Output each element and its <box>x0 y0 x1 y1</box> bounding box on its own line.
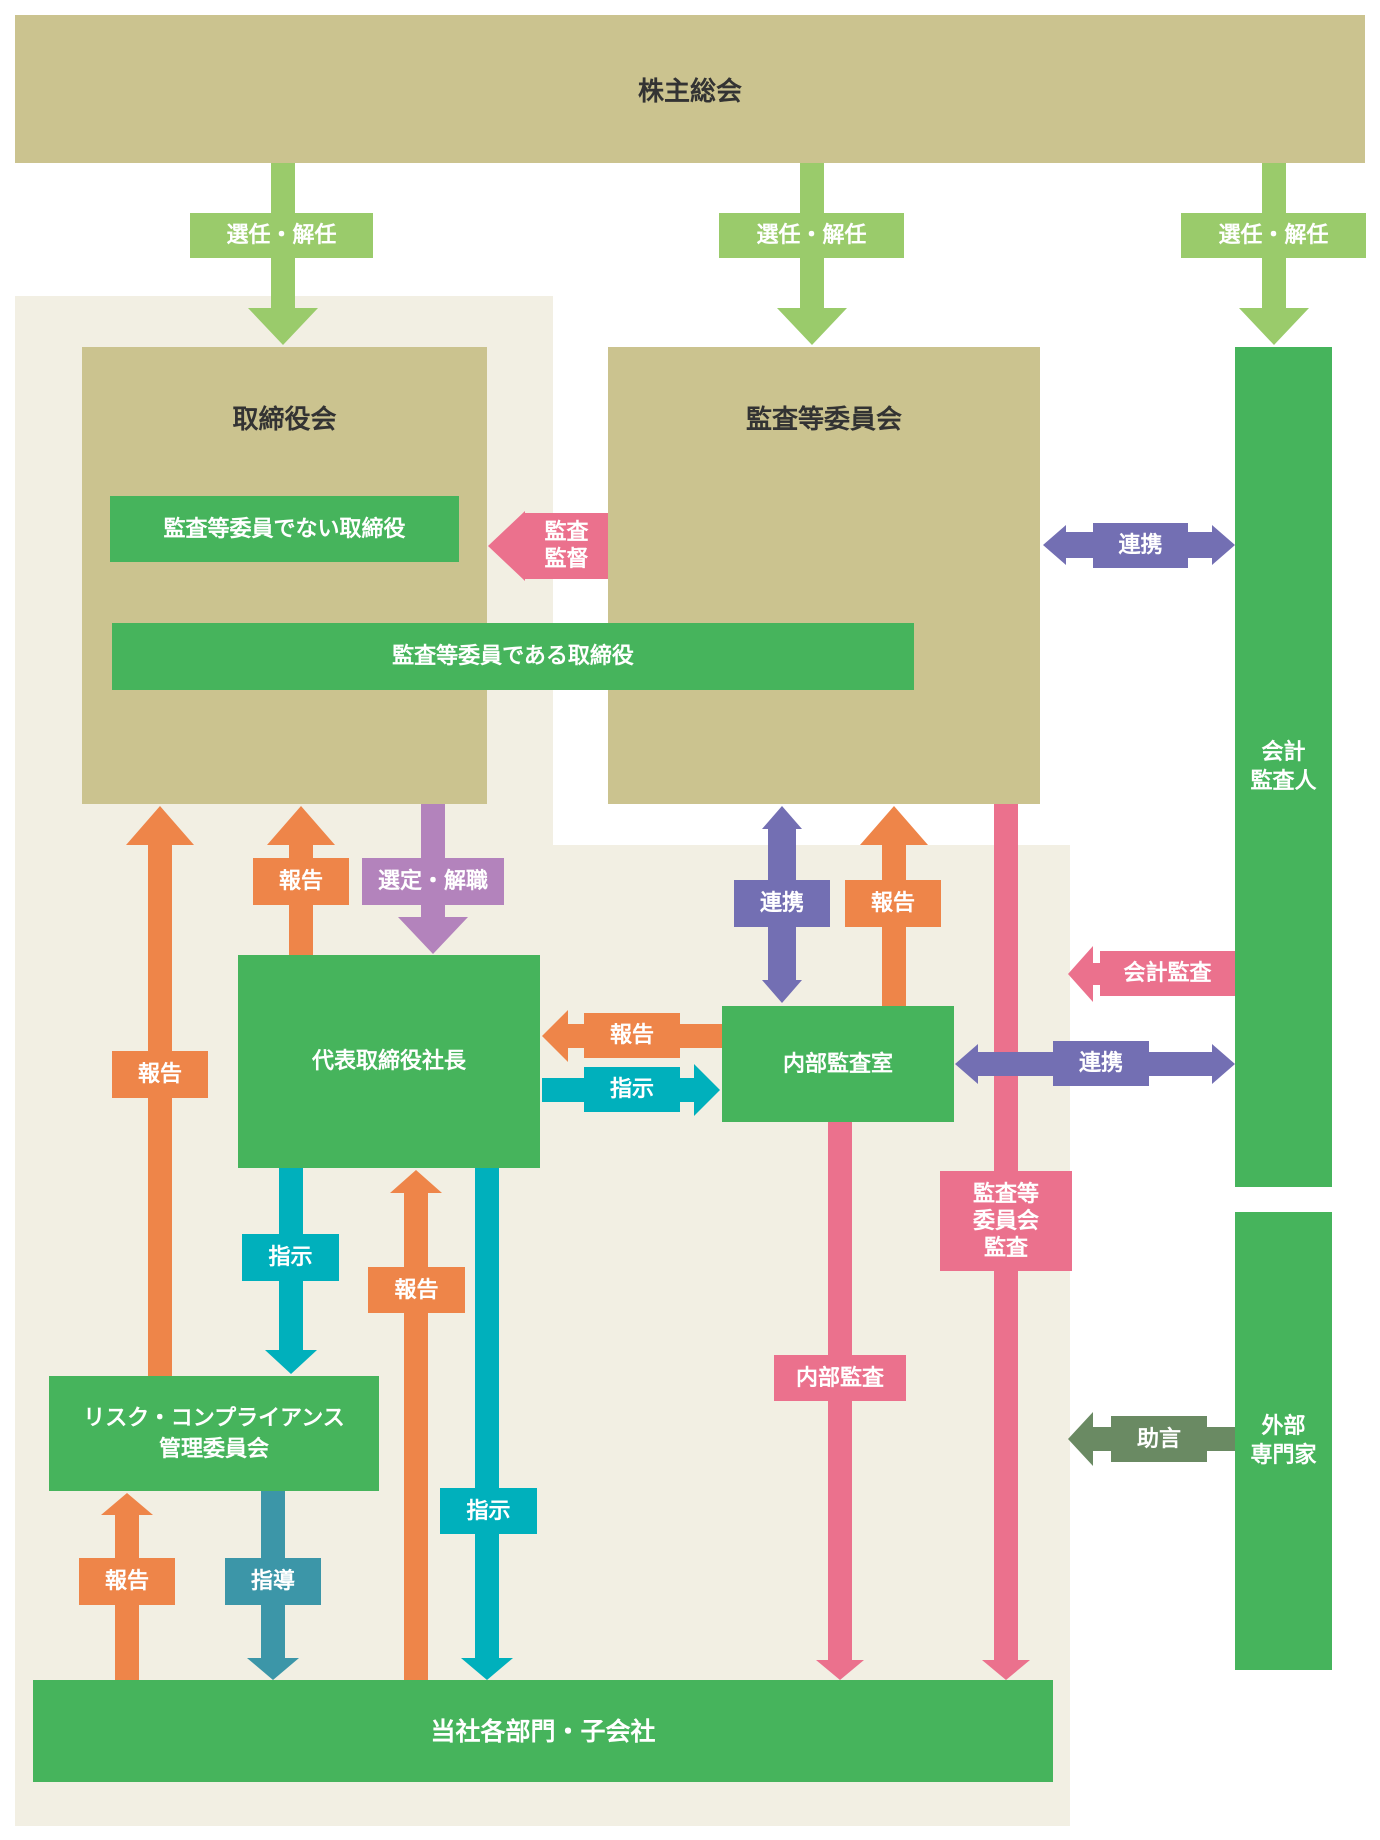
label-report-president-board: 報告 <box>253 858 349 905</box>
label-instruct-president-dept-text: 指示 <box>466 1498 511 1524</box>
label-ac-audit-text: 監査等 委員会 監査 <box>972 1181 1039 1261</box>
label-elect-board-text: 選任・解任 <box>226 223 337 248</box>
board-of-directors: 取締役会 <box>82 347 487 804</box>
label-accounting-audit: 会計監査 <box>1100 951 1235 996</box>
label-report-dept-risk-text: 報告 <box>104 1569 149 1594</box>
arrow-report-dept-president <box>390 1170 442 1680</box>
label-elect-accounting-auditor-text: 選任・解任 <box>1218 223 1329 248</box>
label-coop-auditor: 連携 <box>1093 523 1188 568</box>
label-report-risk-board-text: 報告 <box>137 1062 182 1087</box>
arrow-instruct-president-dept <box>461 1168 513 1680</box>
president: 代表取締役社長 <box>238 955 540 1168</box>
arrow-internal-audit <box>816 1122 864 1680</box>
label-advice-text: 助言 <box>1136 1426 1181 1452</box>
label-report-ia-president-text: 報告 <box>609 1023 654 1048</box>
label-coop-ia-auditor-text: 連携 <box>1078 1051 1123 1076</box>
label-select-dismiss: 選定・解職 <box>362 858 504 905</box>
shareholders-meeting: 株主総会 <box>15 15 1365 163</box>
label-accounting-audit-text: 会計監査 <box>1123 961 1212 986</box>
risk-compliance-committee-label: リスク・コンプライアンス 管理委員会 <box>83 1405 345 1462</box>
board-label: 取締役会 <box>232 405 337 435</box>
internal-audit-office: 内部監査室 <box>722 1006 954 1122</box>
label-select-dismiss-text: 選定・解職 <box>377 869 488 894</box>
label-coop-auditor-text: 連携 <box>1118 533 1163 558</box>
audit-committee-label: 監査等委員会 <box>745 405 902 435</box>
label-instruct-president-risk: 指示 <box>242 1234 339 1281</box>
external-experts: 外部 専門家 <box>1235 1212 1332 1670</box>
label-report-dept-risk: 報告 <box>79 1558 175 1605</box>
audit-directors: 監査等委員である取締役 <box>112 623 914 690</box>
label-report-dept-president-text: 報告 <box>394 1277 439 1303</box>
label-report-ia-ac-text: 報告 <box>870 891 915 916</box>
risk-compliance-committee: リスク・コンプライアンス 管理委員会 <box>49 1376 379 1491</box>
label-instruct-president-ia-text: 指示 <box>609 1077 654 1102</box>
accounting-auditor: 会計 監査人 <box>1235 347 1332 1187</box>
label-advice: 助言 <box>1111 1416 1207 1462</box>
label-instruct-president-ia: 指示 <box>584 1067 680 1112</box>
label-audit-supervise: 監査 監督 <box>525 513 608 579</box>
label-instruct-president-dept: 指示 <box>440 1488 537 1534</box>
audit-directors-label: 監査等委員である取締役 <box>392 644 634 669</box>
label-coop-ac-ia-text: 連携 <box>759 891 804 916</box>
label-internal-audit-text: 内部監査 <box>795 1365 884 1391</box>
non-audit-directors-label: 監査等委員でない取締役 <box>163 516 406 542</box>
shareholders-meeting-label: 株主総会 <box>637 76 742 107</box>
label-elect-board: 選任・解任 <box>190 213 373 258</box>
label-report-ia-president: 報告 <box>584 1013 680 1058</box>
label-instruct-president-risk-text: 指示 <box>268 1245 313 1270</box>
departments-subsidiaries-label: 当社各部門・子会社 <box>430 1716 656 1746</box>
label-audit-supervise-text: 監査 監督 <box>544 520 589 572</box>
label-elect-audit-committee-text: 選任・解任 <box>756 223 867 248</box>
label-report-ia-ac: 報告 <box>845 880 941 927</box>
president-label: 代表取締役社長 <box>311 1049 466 1074</box>
audit-committee: 監査等委員会 <box>608 347 1040 804</box>
label-elect-audit-committee: 選任・解任 <box>719 213 904 258</box>
label-guidance-text: 指導 <box>250 1569 295 1594</box>
label-guidance: 指導 <box>225 1558 321 1605</box>
label-internal-audit: 内部監査 <box>774 1355 906 1401</box>
label-ac-audit: 監査等 委員会 監査 <box>940 1171 1072 1271</box>
label-coop-ia-auditor: 連携 <box>1053 1041 1149 1086</box>
label-coop-ac-ia: 連携 <box>734 880 830 927</box>
label-elect-accounting-auditor: 選任・解任 <box>1181 213 1366 258</box>
external-experts-label: 外部 専門家 <box>1250 1414 1317 1468</box>
label-report-dept-president: 報告 <box>368 1267 465 1313</box>
label-report-president-board-text: 報告 <box>278 869 323 894</box>
non-audit-directors: 監査等委員でない取締役 <box>110 496 459 562</box>
label-report-risk-board: 報告 <box>112 1051 208 1098</box>
departments-subsidiaries: 当社各部門・子会社 <box>33 1680 1053 1782</box>
internal-audit-office-label: 内部監査室 <box>782 1051 893 1077</box>
accounting-auditor-label: 会計 監査人 <box>1250 740 1317 794</box>
